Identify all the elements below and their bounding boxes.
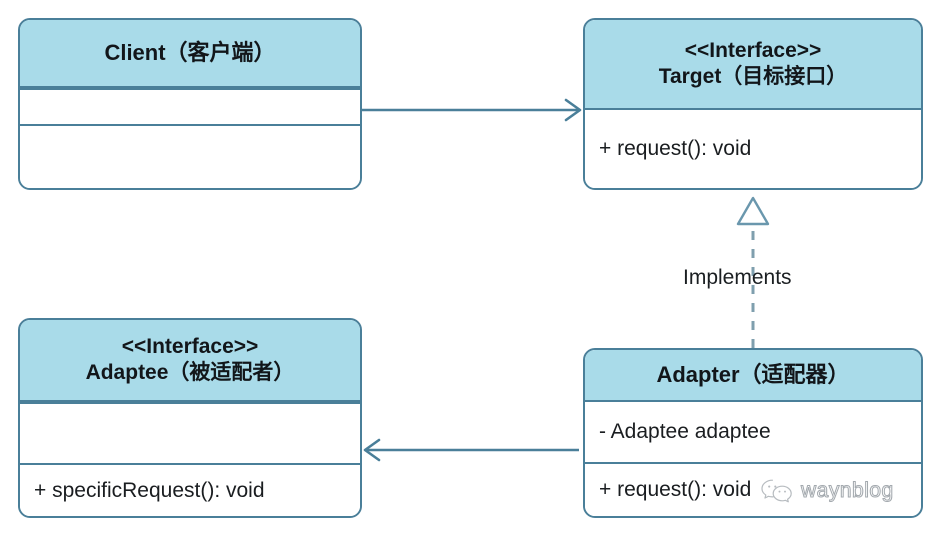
- uml-member-target-request: + request(): void: [599, 137, 752, 160]
- uml-class-target-header: <<Interface>> Target（目标接口）: [585, 20, 921, 110]
- watermark-text: waynblog: [801, 479, 894, 503]
- arrowhead-open-left: [363, 438, 381, 462]
- uml-class-target-title: Target（目标接口）: [658, 65, 848, 88]
- watermark: waynblog: [760, 478, 894, 504]
- connector-adapter-to-adaptee: [363, 438, 579, 462]
- uml-member-adapter-adaptee-field: - Adaptee adaptee: [599, 420, 771, 443]
- uml-class-client[interactable]: Client（客户端）: [18, 18, 362, 190]
- uml-class-adaptee-title: Adaptee（被适配者）: [85, 361, 295, 384]
- uml-class-adaptee-stereotype: <<Interface>>: [121, 335, 259, 359]
- connector-client-to-target: [362, 98, 582, 122]
- uml-class-client-attributes: [20, 88, 360, 124]
- uml-class-adapter-header: Adapter（适配器）: [585, 350, 921, 402]
- uml-class-adaptee-attributes: [20, 402, 360, 463]
- uml-class-adapter[interactable]: Adapter（适配器） - Adaptee adaptee + request…: [583, 348, 923, 518]
- uml-class-adaptee[interactable]: <<Interface>> Adaptee（被适配者） + specificRe…: [18, 318, 362, 518]
- wechat-icon: [761, 479, 792, 503]
- uml-class-target-stereotype: <<Interface>>: [684, 39, 822, 63]
- arrowhead-hollow-triangle-up: [736, 196, 770, 226]
- uml-member-adaptee-specific-request: + specificRequest(): void: [34, 478, 265, 502]
- uml-class-target[interactable]: <<Interface>> Target（目标接口） + request(): …: [583, 18, 923, 190]
- uml-class-adapter-attributes: - Adaptee adaptee: [585, 402, 921, 462]
- uml-class-client-methods: [20, 124, 360, 188]
- uml-class-client-header: Client（客户端）: [20, 20, 360, 88]
- connector-label-implements: Implements: [683, 266, 792, 289]
- uml-member-adapter-request: + request(): void: [599, 478, 752, 501]
- uml-class-adapter-methods: + request(): void: [585, 462, 921, 516]
- uml-class-adaptee-header: <<Interface>> Adaptee（被适配者）: [20, 320, 360, 402]
- arrowhead-open-right: [564, 98, 582, 122]
- uml-class-adapter-title: Adapter（适配器）: [656, 361, 850, 387]
- uml-class-client-title: Client（客户端）: [104, 39, 276, 65]
- uml-class-target-methods: + request(): void: [585, 110, 921, 188]
- uml-class-adaptee-methods: + specificRequest(): void: [20, 463, 360, 516]
